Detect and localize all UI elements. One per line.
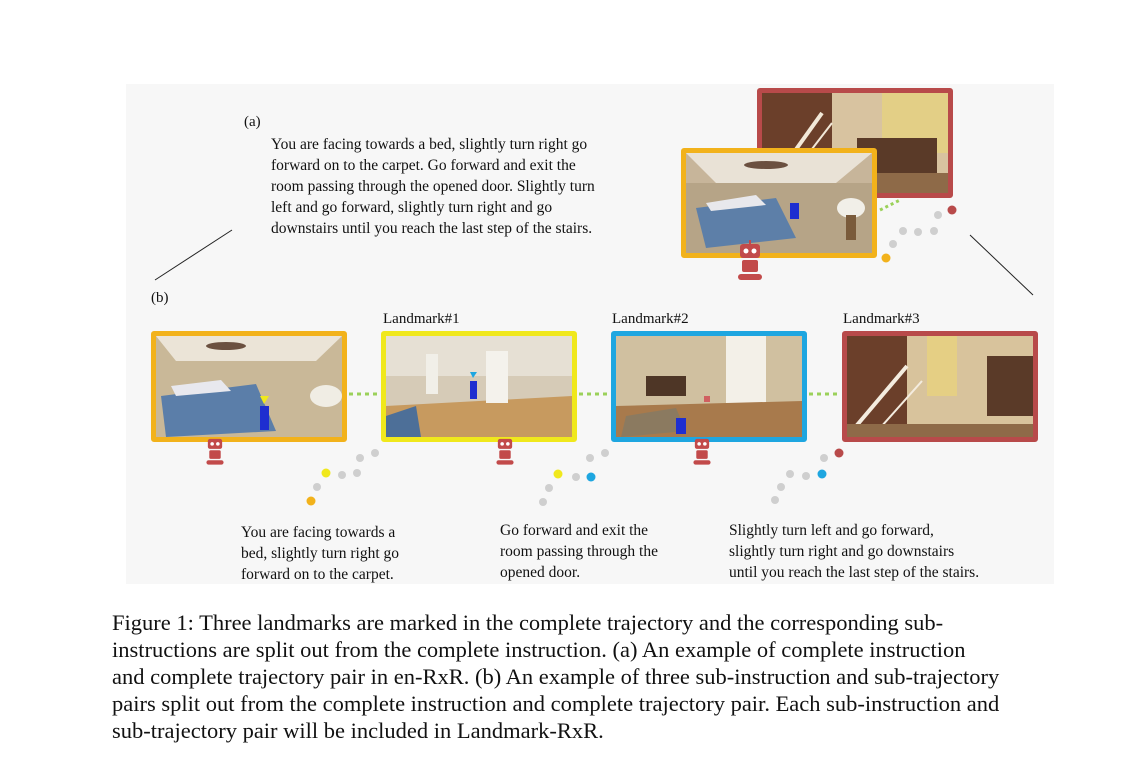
trajectory-node xyxy=(934,211,942,219)
link-dots-1 xyxy=(349,392,381,396)
panel-b-label: (b) xyxy=(151,290,169,306)
trajectory-node xyxy=(371,449,379,457)
sub-instruction-line: slightly turn right and go downstairs xyxy=(729,543,955,560)
panel-a-label: (a) xyxy=(244,114,261,130)
sub-instruction-3: Slightly turn left and go forward, sligh… xyxy=(729,520,979,583)
landmark-2-photo xyxy=(611,331,807,442)
trajectory-node xyxy=(572,473,580,481)
robot-icon xyxy=(693,438,711,465)
sub-instruction-1: You are facing towards a bed, slightly t… xyxy=(241,522,399,585)
sub-instruction-line: Slightly turn left and go forward, xyxy=(729,522,934,539)
zoom-line-right xyxy=(969,234,1034,296)
sub-trajectory-3 xyxy=(771,448,844,504)
caption-line: Figure 1: Three landmarks are marked in … xyxy=(112,610,944,635)
landmark-3-photo xyxy=(842,331,1038,442)
trajectory-node xyxy=(881,253,891,263)
landmark-2-label: Landmark#2 xyxy=(612,311,689,327)
trajectory-node xyxy=(553,469,563,479)
trajectory-node xyxy=(353,469,361,477)
trajectory-node xyxy=(889,240,897,248)
instruction-line: forward on to the carpet. Go forward and… xyxy=(271,157,576,174)
caption-line: pairs split out from the complete instru… xyxy=(112,691,1000,716)
sub-trajectory-1 xyxy=(306,449,379,506)
trajectory-node xyxy=(306,496,316,506)
instruction-line: left and go forward, slightly turn right… xyxy=(271,199,553,216)
trajectory-node xyxy=(539,498,547,506)
instruction-line: room passing through the opened door. Sl… xyxy=(271,178,595,195)
figure-caption: Figure 1: Three landmarks are marked in … xyxy=(112,609,1080,744)
sub-instruction-line: until you reach the last step of the sta… xyxy=(729,564,980,581)
trajectory-node xyxy=(777,483,785,491)
robot-icon xyxy=(738,240,762,280)
sub-instruction-line: opened door. xyxy=(500,564,581,581)
trajectory-node xyxy=(914,228,922,236)
zoom-line-left xyxy=(154,229,233,281)
trajectory-node xyxy=(545,484,553,492)
link-dots-3 xyxy=(809,392,841,396)
caption-line: and complete trajectory pair in en-RxR. … xyxy=(112,664,1000,689)
robot-icon xyxy=(496,438,514,465)
sub-instruction-line: room passing through the xyxy=(500,543,658,560)
complete-instruction: You are facing towards a bed, slightly t… xyxy=(271,134,595,239)
trajectory-node xyxy=(586,472,596,482)
start-bedroom-photo xyxy=(151,331,347,442)
trajectory-node xyxy=(947,205,957,215)
figure: (a) You are facing towards a bed, slight… xyxy=(151,88,1038,585)
trajectory-node xyxy=(899,227,907,235)
trajectory-node xyxy=(817,469,827,479)
trajectory-node xyxy=(338,471,346,479)
sub-instruction-2: Go forward and exit the room passing thr… xyxy=(500,520,658,583)
trajectory-node xyxy=(601,449,609,457)
sub-trajectory-2 xyxy=(539,449,609,506)
landmark-3-label: Landmark#3 xyxy=(843,311,920,327)
panel-a-trajectory xyxy=(879,198,957,263)
panel-a-bedroom-photo xyxy=(681,148,877,258)
trajectory-node xyxy=(930,227,938,235)
sub-instruction-line: bed, slightly turn right go xyxy=(241,545,400,562)
sub-instruction-line: Go forward and exit the xyxy=(500,522,649,539)
sub-instruction-line: forward on to the carpet. xyxy=(241,566,394,583)
landmark-1-photo xyxy=(381,331,577,442)
trajectory-node xyxy=(313,483,321,491)
instruction-line: You are facing towards a bed, slightly t… xyxy=(271,136,588,153)
trajectory-node xyxy=(786,470,794,478)
sub-instruction-line: You are facing towards a xyxy=(241,524,396,541)
trajectory-node xyxy=(321,468,331,478)
caption-line: instructions are split out from the comp… xyxy=(112,637,966,662)
trajectory-node xyxy=(834,448,844,458)
caption-line: sub-trajectory pair will be included in … xyxy=(112,718,604,743)
trajectory-node xyxy=(356,454,364,462)
trajectory-node xyxy=(802,472,810,480)
robot-icon xyxy=(206,438,224,465)
trajectory-node xyxy=(771,496,779,504)
trajectory-node xyxy=(586,454,594,462)
link-dots-2 xyxy=(579,392,611,396)
trajectory-node xyxy=(820,454,828,462)
landmark-1-label: Landmark#1 xyxy=(383,311,460,327)
instruction-line: downstairs until you reach the last step… xyxy=(271,220,593,237)
